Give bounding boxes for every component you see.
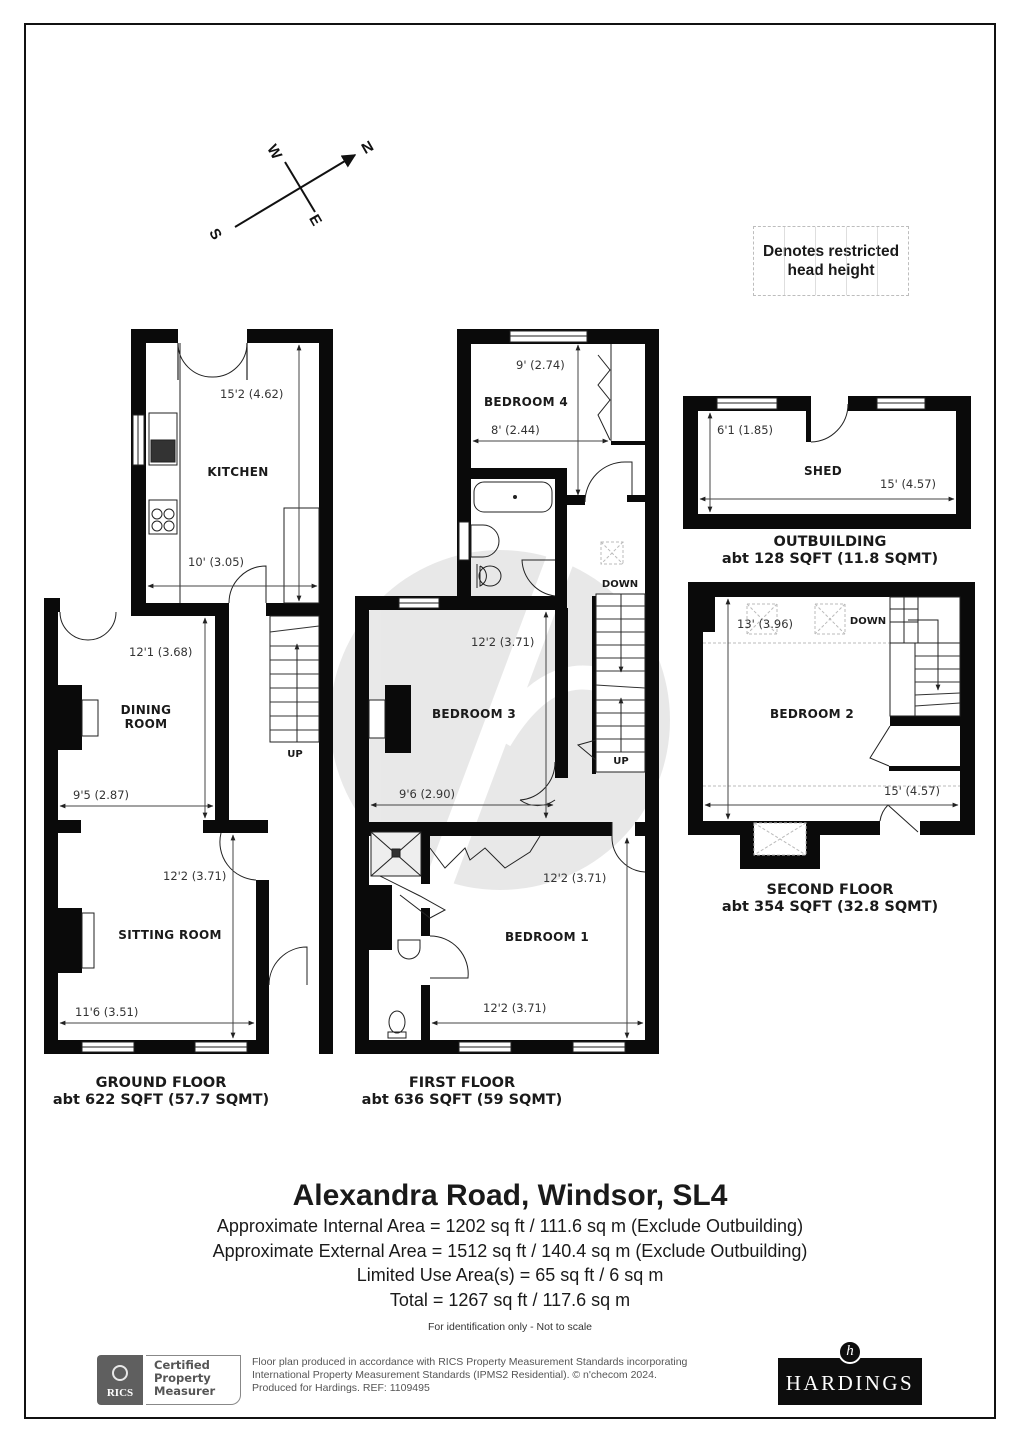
rics-logo-icon: RICS <box>97 1355 143 1405</box>
outbuilding-caption: OUTBUILDING abt 128 SQFT (11.8 SQMT) <box>680 534 980 568</box>
ground-floor-caption: GROUND FLOOR abt 622 SQFT (57.7 SQMT) <box>36 1075 286 1109</box>
second-floor-plan <box>688 582 975 869</box>
rics-certified-badge: RICS Certified Property Measurer <box>97 1355 241 1405</box>
restricted-head-height-legend: Denotes restricted head height <box>753 226 909 296</box>
svg-text:S: S <box>205 226 225 243</box>
first-floor-title: FIRST FLOOR <box>408 1075 516 1091</box>
svg-text:UP: UP <box>613 756 628 767</box>
page-border <box>24 23 996 1419</box>
svg-text:UP: UP <box>287 749 302 760</box>
room-label-kitchen: KITCHEN <box>207 465 268 479</box>
limited-use-area: Limited Use Area(s) = 65 sq ft / 6 sq m <box>356 1265 664 1285</box>
svg-text:9'5 (2.87): 9'5 (2.87) <box>73 788 129 802</box>
svg-text:DOWN: DOWN <box>850 616 886 627</box>
internal-area: Approximate Internal Area = 1202 sq ft /… <box>216 1216 804 1236</box>
ground-floor-details <box>59 342 320 1053</box>
second-floor-title: SECOND FLOOR <box>766 882 894 898</box>
property-summary: Alexandra Road, Windsor, SL4 Approximate… <box>0 1178 1020 1334</box>
svg-text:13' (3.96): 13' (3.96) <box>737 617 793 631</box>
rics-badge-text: Certified Property Measurer <box>146 1355 241 1405</box>
scale-note: For identification only - Not to scale <box>428 1321 592 1333</box>
second-floor-area: abt 354 SQFT (32.8 SQMT) <box>721 899 939 915</box>
first-floor-caption: FIRST FLOOR abt 636 SQFT (59 SQMT) <box>337 1075 587 1109</box>
outbuilding-plan <box>683 396 971 529</box>
svg-text:15' (4.57): 15' (4.57) <box>880 477 936 491</box>
total-area: Total = 1267 sq ft / 117.6 sq m <box>389 1289 631 1310</box>
svg-text:15'2 (4.62): 15'2 (4.62) <box>220 387 283 401</box>
legend-line-2: head height <box>787 262 875 279</box>
svg-text:BEDROOM 4: BEDROOM 4 <box>484 395 568 409</box>
svg-text:10' (3.05): 10' (3.05) <box>188 555 244 569</box>
svg-text:12'2 (3.71): 12'2 (3.71) <box>471 635 534 649</box>
svg-text:11'6 (3.51): 11'6 (3.51) <box>75 1005 138 1019</box>
rics-lion-icon <box>112 1365 128 1381</box>
outbuilding-details <box>699 397 955 513</box>
svg-text:12'1 (3.68): 12'1 (3.68) <box>129 645 192 659</box>
svg-text:DOWN: DOWN <box>602 579 638 590</box>
first-floor-details <box>368 330 646 1053</box>
first-floor-area: abt 636 SQFT (59 SQMT) <box>361 1092 563 1108</box>
svg-text:6'1 (1.85): 6'1 (1.85) <box>717 423 773 437</box>
svg-text:12'2 (3.71): 12'2 (3.71) <box>163 869 226 883</box>
svg-text:12'2 (3.71): 12'2 (3.71) <box>543 871 606 885</box>
svg-text:12'2 (3.71): 12'2 (3.71) <box>483 1001 546 1015</box>
measurement-disclaimer: Floor plan produced in accordance with R… <box>252 1356 688 1394</box>
first-floor-labels: BEDROOM 4 9' (2.74) 8' (2.44) BEDROOM 3 … <box>399 358 638 1015</box>
ground-floor-title: GROUND FLOOR <box>95 1075 227 1091</box>
outbuilding-area: abt 128 SQFT (11.8 SQMT) <box>721 551 939 567</box>
svg-text:DINING: DINING <box>121 703 172 717</box>
svg-text:15' (4.57): 15' (4.57) <box>884 784 940 798</box>
hardings-brand-name: HARDINGS <box>785 1371 915 1395</box>
svg-text:E: E <box>305 212 325 229</box>
svg-text:BEDROOM 3: BEDROOM 3 <box>432 707 516 721</box>
property-address: Alexandra Road, Windsor, SL4 <box>292 1179 728 1212</box>
hardings-monogram-icon: h <box>838 1340 862 1364</box>
svg-text:N: N <box>359 138 377 158</box>
hardings-logo: HARDINGS <box>778 1358 922 1405</box>
svg-text:SITTING ROOM: SITTING ROOM <box>118 928 221 942</box>
svg-text:BEDROOM 2: BEDROOM 2 <box>770 707 854 721</box>
svg-text:9'6 (2.90): 9'6 (2.90) <box>399 787 455 801</box>
second-floor-labels: BEDROOM 2 13' (3.96) 15' (4.57) DOWN <box>737 616 940 798</box>
svg-text:ROOM: ROOM <box>125 717 168 731</box>
second-floor-details <box>703 596 961 856</box>
external-area: Approximate External Area = 1512 sq ft /… <box>212 1240 808 1261</box>
svg-text:BEDROOM 1: BEDROOM 1 <box>505 930 589 944</box>
ground-floor-labels: KITCHEN 15'2 (4.62) 10' (3.05) DINING RO… <box>73 387 303 1019</box>
svg-text:W: W <box>263 142 285 163</box>
svg-text:8' (2.44): 8' (2.44) <box>491 423 540 437</box>
svg-text:9' (2.74): 9' (2.74) <box>516 358 565 372</box>
second-floor-caption: SECOND FLOOR abt 354 SQFT (32.8 SQMT) <box>680 882 980 916</box>
outbuilding-labels: SHED 6'1 (1.85) 15' (4.57) <box>717 423 936 491</box>
compass-icon: N S W E <box>205 138 376 243</box>
outbuilding-title: OUTBUILDING <box>773 534 887 550</box>
svg-text:SHED: SHED <box>804 464 842 478</box>
ground-floor-area: abt 622 SQFT (57.7 SQMT) <box>52 1092 270 1108</box>
legend-line-1: Denotes restricted <box>762 243 900 260</box>
